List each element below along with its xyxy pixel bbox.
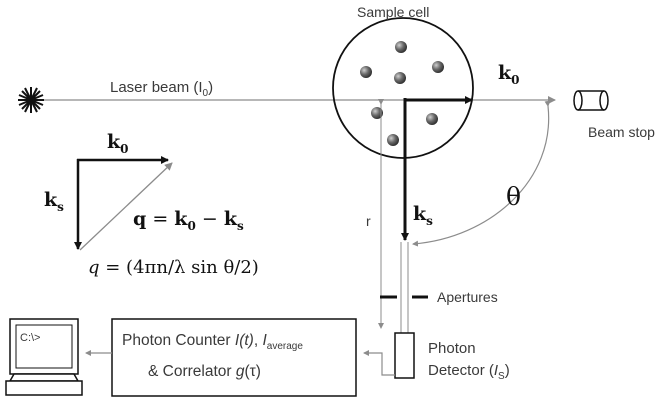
theta-label: θ <box>506 182 521 211</box>
triangle-q-arrow <box>79 162 173 251</box>
photon-counter-box <box>111 318 357 397</box>
particles <box>360 41 444 146</box>
laser-beam-label: Laser beam (I0) <box>110 79 213 99</box>
triangle-ks-label: ks <box>44 189 64 214</box>
particle <box>394 72 406 84</box>
computer-icon <box>5 318 83 396</box>
beam-stop-label: Beam stop <box>588 124 655 140</box>
apertures-label: Apertures <box>437 289 498 305</box>
photon-detector <box>394 332 415 379</box>
q-definition-equation: q = k0 − ks <box>133 208 244 233</box>
particle <box>432 61 444 73</box>
particle <box>360 66 372 78</box>
photon-detector-label-line1: Photon <box>428 340 476 357</box>
photon-counter-label: Photon Counter I(t), Iaverage <box>122 332 303 352</box>
laser-source-icon <box>18 87 44 113</box>
k0-label: k0 <box>498 62 520 87</box>
ks-label: ks <box>413 203 433 228</box>
q-magnitude-equation: q = (4πn/λ sin θ/2) <box>88 257 259 278</box>
beam-stop-icon <box>573 90 609 111</box>
particle <box>426 113 438 125</box>
particle <box>395 41 407 53</box>
detector-signal-line <box>363 350 395 376</box>
particle <box>387 134 399 146</box>
sample-cell-label: Sample cell <box>357 4 429 20</box>
r-label: r <box>366 213 371 229</box>
triangle-k0-label: k0 <box>107 131 129 156</box>
correlator-label: & Correlator g(τ) <box>148 363 261 380</box>
theta-arc <box>412 100 551 247</box>
computer-prompt: C:\> <box>20 332 40 344</box>
sample-cell <box>332 17 474 159</box>
photon-detector-label-line2: Detector (IS) <box>428 362 510 382</box>
